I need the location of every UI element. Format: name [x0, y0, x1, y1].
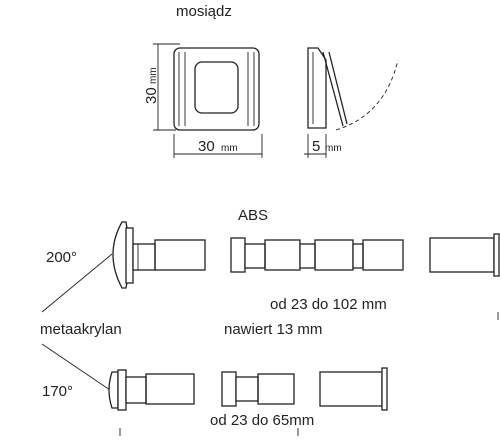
range-top-label: od 23 do 102 mm — [270, 296, 387, 313]
range-bottom-label: od 23 do 65mm — [210, 412, 314, 429]
peephole-short-lens — [108, 369, 147, 411]
width-dimension: 30 mm — [173, 134, 263, 158]
height-dimension: 30 mm — [143, 43, 180, 131]
material-mid-label: ABS — [238, 207, 268, 224]
bottom-range-ticks — [119, 428, 299, 436]
peephole-long-male-thread — [154, 239, 206, 271]
height-unit: mm — [148, 67, 159, 84]
angle-bottom-label: 170° — [42, 383, 73, 400]
cover-side-view — [307, 47, 399, 131]
callout-line-top — [41, 253, 113, 313]
peephole-long-lens — [112, 221, 156, 289]
height-value: 30 — [143, 87, 160, 104]
peephole-long-cap — [429, 233, 500, 277]
cover-front-view — [173, 47, 260, 131]
lens-material-label: metaakrylan — [40, 321, 122, 338]
material-top-label: mosiądz — [176, 3, 232, 20]
depth-value: 5 — [312, 138, 320, 155]
peephole-long-female-part — [230, 237, 404, 273]
angle-top-label: 200° — [46, 249, 77, 266]
peephole-short-cap — [319, 367, 388, 411]
peephole-short-male-thread — [145, 373, 195, 405]
callout-line-bottom — [41, 343, 111, 391]
thread-label: nawiert 13 mm — [224, 321, 322, 338]
width-value: 30 — [198, 138, 215, 155]
width-unit: mm — [221, 143, 238, 154]
depth-unit: mm — [325, 143, 342, 154]
depth-dimension: 5 mm — [304, 134, 342, 158]
peephole-short-female-part — [221, 371, 295, 407]
